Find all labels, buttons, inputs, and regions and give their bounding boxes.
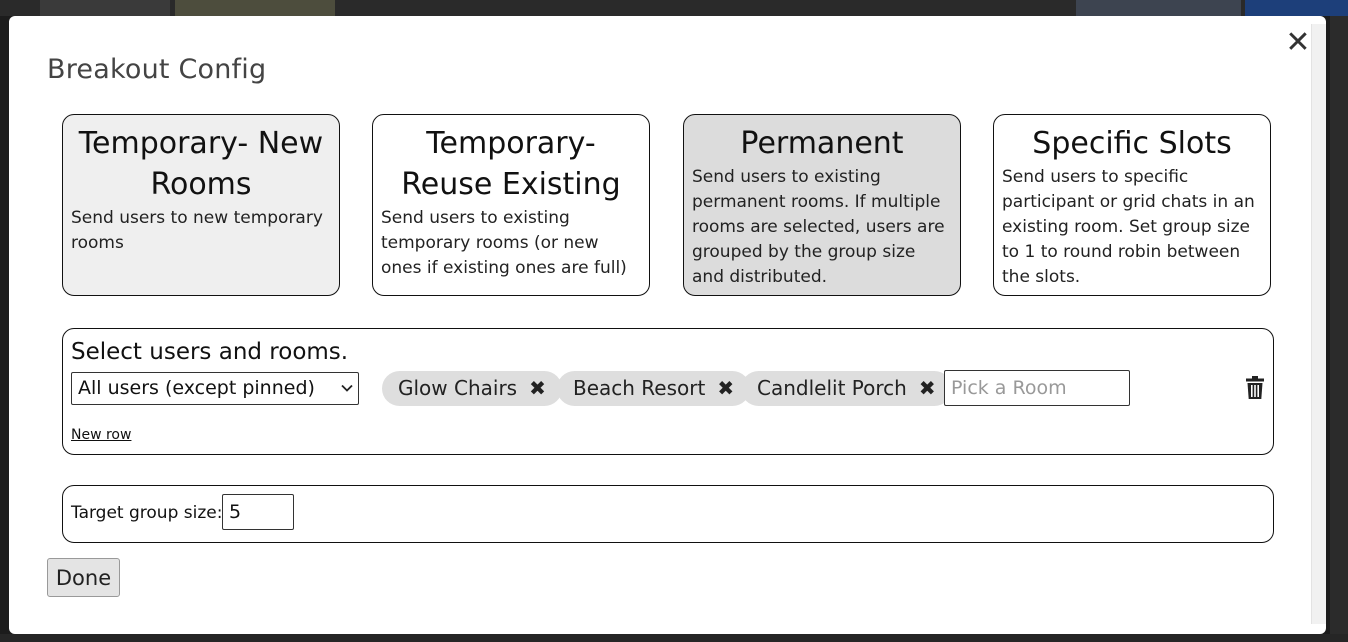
room-type-title: Temporary- New Rooms (78, 126, 324, 202)
trash-icon[interactable] (1245, 376, 1265, 400)
room-type-temporary-new[interactable]: Temporary- New Rooms Send users to new t… (62, 114, 340, 296)
room-chip: Glow Chairs ✖ (382, 371, 562, 406)
room-chip: Beach Resort ✖ (557, 371, 751, 406)
user-room-assignment-panel: Select users and rooms. All users (excep… (62, 328, 1274, 455)
remove-x-icon[interactable]: ✖ (717, 376, 735, 400)
group-size-panel: Target group size: (62, 485, 1274, 543)
group-size-label: Target group size: (71, 503, 223, 523)
room-type-title: Specific Slots (1032, 126, 1232, 161)
remove-x-icon[interactable]: ✖ (529, 376, 546, 400)
chevron-down-icon (341, 384, 353, 392)
room-type-specific-slots[interactable]: Specific Slots Send users to specific pa… (993, 114, 1271, 296)
user-select-value: All users (except pinned) (78, 377, 315, 399)
background-tile (40, 0, 170, 16)
background-sidebar (1330, 16, 1348, 642)
room-type-title: Temporary- Reuse Existing (401, 126, 621, 202)
background-video-strip (0, 0, 1348, 16)
assignment-label: Select users and rooms. (71, 339, 349, 365)
new-row-link[interactable]: New row (71, 427, 132, 443)
user-group-select[interactable]: All users (except pinned) (71, 372, 359, 405)
modal-scrollbar[interactable] (1311, 24, 1326, 624)
pick-room-input[interactable] (944, 370, 1130, 406)
room-type-description: Send users to new temporary rooms (71, 208, 323, 253)
close-button[interactable]: ✕ (1284, 28, 1312, 58)
room-type-description: Send users to existing temporary rooms (… (381, 208, 627, 278)
background-tile (175, 0, 335, 16)
group-size-input[interactable] (222, 494, 294, 530)
room-type-description: Send users to specific participant or gr… (1002, 167, 1255, 287)
room-type-description: Send users to existing permanent rooms. … (692, 167, 945, 287)
room-type-title: Permanent (740, 126, 904, 161)
room-chip-label: Glow Chairs (398, 376, 518, 400)
room-chip-label: Candlelit Porch (757, 376, 907, 400)
room-chip-label: Beach Resort (573, 376, 706, 400)
room-type-temporary-reuse[interactable]: Temporary- Reuse Existing Send users to … (372, 114, 650, 296)
room-type-permanent[interactable]: Permanent Send users to existing permane… (683, 114, 961, 296)
breakout-config-modal: ✕ Breakout Config Temporary- New Rooms S… (9, 16, 1326, 634)
background-tile (1245, 0, 1348, 16)
modal-title: Breakout Config (47, 54, 267, 85)
room-chip: Candlelit Porch ✖ (741, 371, 952, 406)
close-icon[interactable]: ✕ (1285, 25, 1311, 60)
remove-x-icon[interactable]: ✖ (918, 376, 936, 400)
background-tile (1076, 0, 1241, 16)
background-bottom (0, 634, 1348, 642)
done-button[interactable]: Done (47, 558, 120, 597)
